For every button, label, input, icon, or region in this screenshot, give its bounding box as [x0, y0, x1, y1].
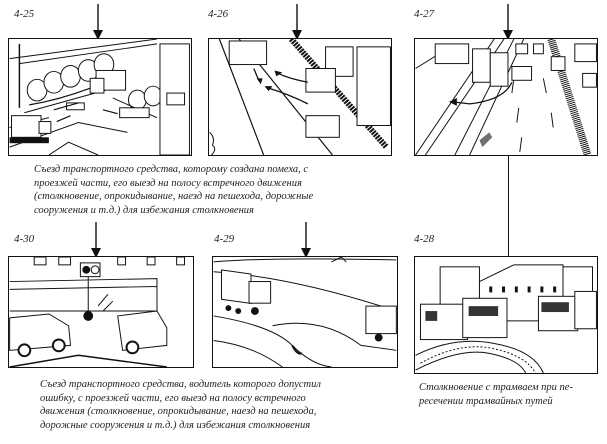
figure-label-4-27: 4-27 [414, 8, 435, 20]
avenue-trams-scene-icon [415, 39, 597, 155]
caption-line: ресечении трамвайных путей [419, 395, 553, 407]
intersection-traffic-light-scene-icon [9, 257, 185, 367]
mountain-road-scene-icon [213, 257, 397, 367]
down-arrow-icon [93, 4, 103, 40]
caption-line: проезжей части, его выезд на полосу встр… [34, 177, 302, 189]
illustration-4-30 [8, 256, 194, 368]
illustration-4-27 [414, 38, 598, 156]
figure-label-4-25: 4-25 [14, 8, 35, 20]
caption-line: (столкновение, опрокидывание, наезд на п… [34, 191, 314, 202]
illustration-4-29 [212, 256, 398, 368]
caption-line: Съезд транспортного средства, водитель к… [40, 379, 321, 390]
down-arrow-icon [503, 4, 513, 40]
caption-line: сооружения и т.д.) для избежания столкно… [34, 204, 254, 216]
figure-label-4-30: 4-30 [14, 233, 35, 245]
figure-label-4-28: 4-28 [414, 233, 435, 245]
caption-line: ошибку, с проезжей части, его выезд на п… [40, 392, 306, 404]
down-arrow-icon [292, 4, 302, 40]
connector-line [508, 156, 509, 256]
down-arrow-icon [91, 222, 101, 258]
caption-line: Съезд транспортного средства, которому с… [34, 164, 309, 175]
tram-crossing-scene-icon [415, 264, 597, 373]
figure-label-4-29: 4-29 [214, 233, 235, 245]
caption-line: дорожные сооружения и т.д.) для избежани… [40, 419, 311, 431]
street-scene-icon [209, 39, 391, 155]
intersection-scene-icon [9, 39, 190, 155]
illustration-4-25 [8, 38, 192, 156]
illustration-4-28 [414, 256, 598, 374]
down-arrow-icon [301, 222, 311, 258]
illustration-4-26 [208, 38, 392, 156]
caption-tram-collision: Столкновение с трамваем при пе- ресечени… [419, 381, 599, 408]
caption-line: Столкновение с трамваем при пе- [419, 382, 573, 393]
caption-swerve-driver-error: Съезд транспортного средства, водитель к… [40, 378, 400, 432]
caption-line: движения (столкновение, опрокидывание, н… [40, 406, 317, 417]
caption-swerve-obstruction: Съезд транспортного средства, которому с… [34, 163, 404, 217]
figure-label-4-26: 4-26 [208, 8, 229, 20]
